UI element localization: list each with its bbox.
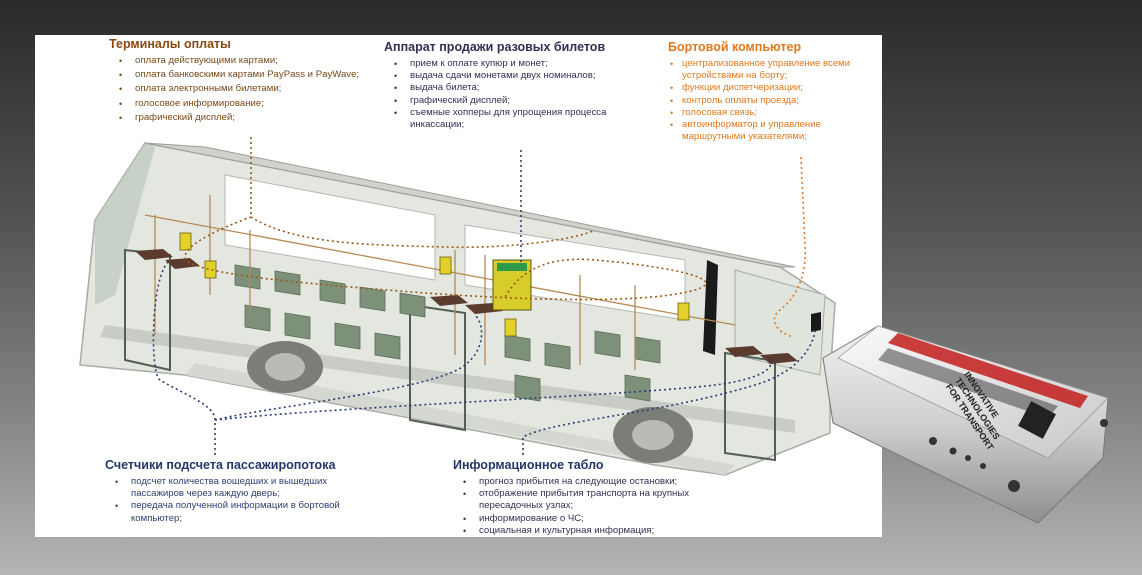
list-item: съемные хопперы для упрощения процесса и… xyxy=(384,107,654,131)
list-item: автоинформатор и управление маршрутными … xyxy=(668,119,883,143)
list-item: информирование о ЧС; xyxy=(453,513,723,525)
passenger-counters-list: подсчет количества вошедших и вышедших п… xyxy=(105,476,365,525)
list-item: социальная и культурная информация; xyxy=(453,525,723,537)
list-item: выдача билета; xyxy=(384,82,654,94)
slide-panel: Терминалы оплаты оплата действующими кар… xyxy=(35,35,882,537)
list-item: контроль оплаты проезда; xyxy=(668,95,883,107)
list-item: оплата электронными билетами; xyxy=(109,83,409,95)
ticket-vending-title: Аппарат продажи разовых билетов xyxy=(384,40,606,54)
onboard-connector xyxy=(773,156,807,338)
list-item: оплата банковскими картами PayPass и Pay… xyxy=(109,69,409,81)
payment-terminals-block: Терминалы оплаты оплата действующими кар… xyxy=(109,37,409,126)
list-item: голосовая связь; xyxy=(668,107,883,119)
info-display-block: Информационное табло прогноз прибытия на… xyxy=(453,458,723,537)
passenger-counters-block: Счетчики подсчета пассажиропотока подсче… xyxy=(105,458,365,525)
bus-cutaway-illustration xyxy=(79,137,836,476)
list-item: прогноз прибытия на следующие остановки; xyxy=(453,476,723,488)
list-item: централизованное управление всеми устрой… xyxy=(668,58,883,82)
payment-terminals-title: Терминалы оплаты xyxy=(109,37,231,51)
list-item: отображение прибытия транспорта на крупн… xyxy=(453,488,723,512)
onboard-computer-device-image: INNOVATIVE TECHNOLOGIES FOR TRANSPORT xyxy=(822,325,1109,524)
list-item: оплата действующими картами; xyxy=(109,55,409,67)
list-item: функции диспетчеризации; xyxy=(668,82,883,94)
list-item: графический дисплей; xyxy=(109,112,409,124)
bus-body xyxy=(79,142,836,476)
passenger-counters-title: Счетчики подсчета пассажиропотока xyxy=(105,458,336,472)
list-item: графический дисплей; xyxy=(384,95,654,107)
display-connector xyxy=(522,326,817,455)
onboard-computer-list: централизованное управление всеми устрой… xyxy=(668,58,883,143)
info-display-title: Информационное табло xyxy=(453,458,604,472)
ticket-vending-list: прием к оплате купюр и монет; выдача сда… xyxy=(384,58,654,131)
list-item: подсчет количества вошедших и вышедших п… xyxy=(105,476,365,500)
list-item: передача полученной информации в бортово… xyxy=(105,500,365,524)
counters-connector xyxy=(152,259,772,455)
onboard-computer-title: Бортовой компьютер xyxy=(668,40,802,54)
ticket-vending-block: Аппарат продажи разовых билетов прием к … xyxy=(384,40,654,131)
list-item: голосовое информирование; xyxy=(109,98,409,110)
payment-terminals-list: оплата действующими картами; оплата банк… xyxy=(109,55,409,124)
list-item: выдача сдачи монетами двух номиналов; xyxy=(384,70,654,82)
onboard-computer-block: Бортовой компьютер централизованное упра… xyxy=(668,40,883,143)
info-display-list: прогноз прибытия на следующие остановки;… xyxy=(453,476,723,537)
list-item: прием к оплате купюр и монет; xyxy=(384,58,654,70)
